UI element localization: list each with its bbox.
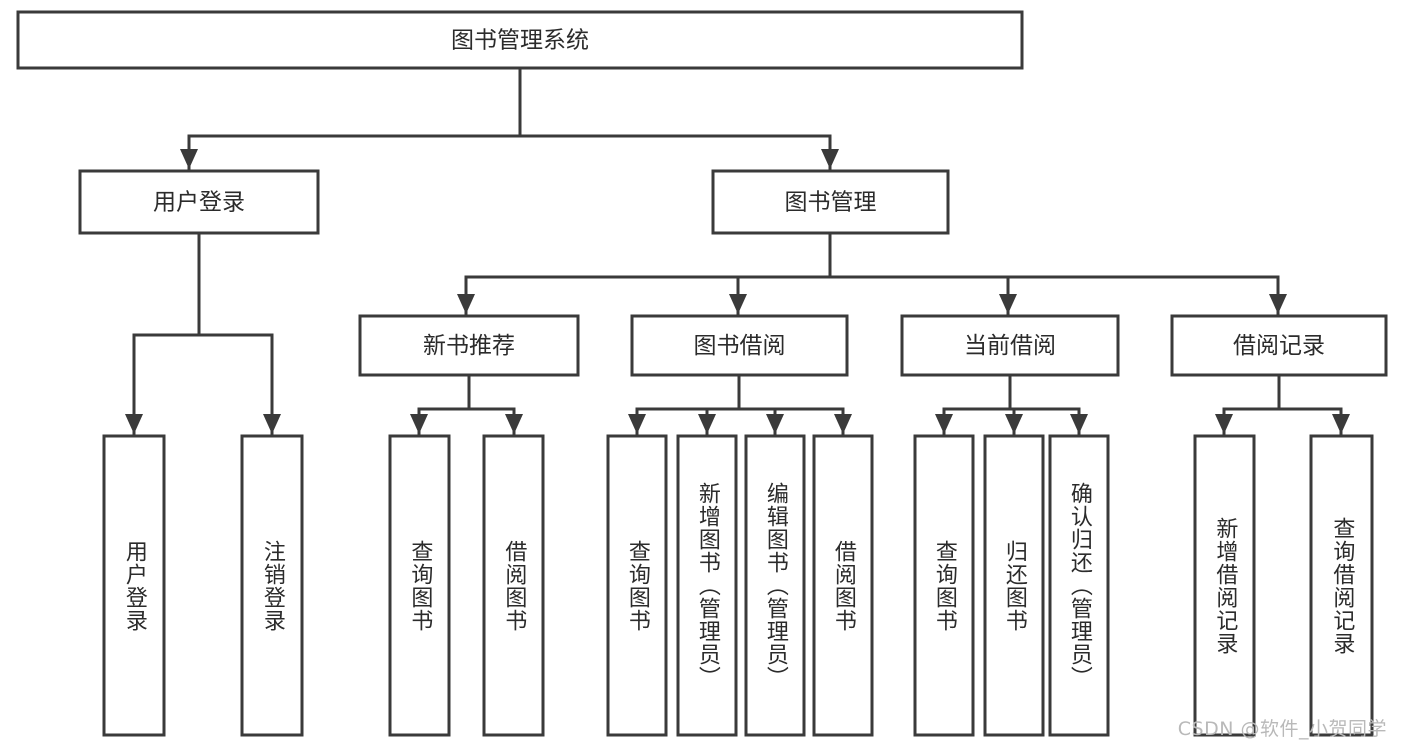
- arrow-head-icon: [410, 414, 428, 434]
- node-box-user-login: [78, 169, 320, 235]
- arrow-head-icon: [999, 294, 1017, 314]
- arrow-head-icon: [628, 414, 646, 434]
- leaf-box-leaf-query-record: [1309, 434, 1374, 737]
- watermark-text: CSDN @软件_小贺同学: [1177, 718, 1387, 740]
- leaf-box-leaf-add-record: [1193, 434, 1256, 737]
- node-label-user-login: 用户登录: [153, 190, 245, 216]
- connectors-layer: [125, 66, 1350, 436]
- arrow-head-icon: [729, 294, 747, 314]
- leaf-box-leaf-query-book-3: [913, 434, 975, 737]
- arrow-head-icon: [263, 414, 281, 434]
- leaf-box-leaf-logout: [240, 434, 304, 737]
- node-label-book-management: 图书管理: [785, 190, 877, 216]
- arrow-head-icon: [698, 414, 716, 434]
- boxes-layer: [16, 10, 1388, 737]
- leaf-box-leaf-add-book: [676, 434, 738, 737]
- arrow-head-icon: [766, 414, 784, 434]
- arrow-head-icon: [834, 414, 852, 434]
- node-box-borrow-record: [1170, 314, 1388, 377]
- node-box-book-management: [711, 169, 950, 235]
- leaf-box-leaf-query-book-2: [606, 434, 668, 737]
- arrow-head-icon: [125, 414, 143, 434]
- node-label-root: 图书管理系统: [451, 28, 589, 54]
- leaf-box-leaf-user-login: [102, 434, 166, 737]
- leaf-box-leaf-borrow-book-2: [812, 434, 874, 737]
- arrow-head-icon: [1215, 414, 1233, 434]
- arrow-head-icon: [505, 414, 523, 434]
- node-label-borrow-record: 借阅记录: [1233, 333, 1325, 359]
- arrow-head-icon: [457, 294, 475, 314]
- leaf-box-leaf-borrow-book-1: [482, 434, 545, 737]
- node-label-book-borrow: 图书借阅: [694, 333, 786, 359]
- arrow-head-icon: [180, 149, 198, 169]
- leaf-box-leaf-return-book: [983, 434, 1045, 737]
- arrow-head-icon: [821, 149, 839, 169]
- node-box-book-borrow: [630, 314, 849, 377]
- arrow-head-icon: [1332, 414, 1350, 434]
- arrow-head-icon: [935, 414, 953, 434]
- arrow-head-icon: [1070, 414, 1088, 434]
- node-box-root: [16, 10, 1024, 70]
- arrow-head-icon: [1005, 414, 1023, 434]
- node-box-current-borrow: [900, 314, 1120, 377]
- node-label-current-borrow: 当前借阅: [964, 333, 1056, 359]
- arrow-head-icon: [1269, 294, 1287, 314]
- leaf-box-leaf-query-book-1: [388, 434, 451, 737]
- leaf-box-leaf-confirm-return: [1048, 434, 1110, 737]
- node-label-new-book-recommend: 新书推荐: [423, 333, 515, 359]
- node-box-new-book-recommend: [358, 314, 580, 377]
- leaf-box-leaf-edit-book: [744, 434, 806, 737]
